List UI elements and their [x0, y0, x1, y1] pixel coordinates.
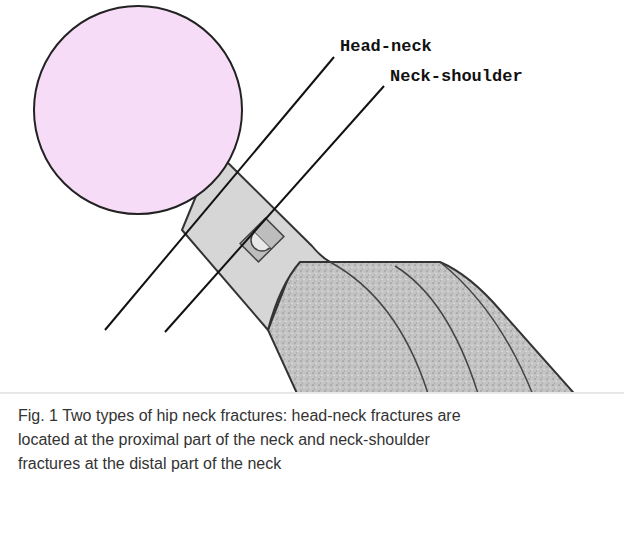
femoral-head: [34, 6, 242, 214]
caption-rule: [0, 393, 624, 394]
shaft-contour: [395, 266, 480, 392]
neck-shoulder-line: [165, 86, 384, 332]
callout-label: Neck-shoulder: [390, 68, 523, 85]
figure-caption: Fig. 1 Two types of hip neck fractures: …: [18, 404, 488, 476]
shaft-contour: [440, 262, 535, 392]
callout-label: Head-neck: [340, 38, 432, 55]
femur-shaft: [268, 248, 580, 392]
head-neck-line: [105, 57, 334, 330]
